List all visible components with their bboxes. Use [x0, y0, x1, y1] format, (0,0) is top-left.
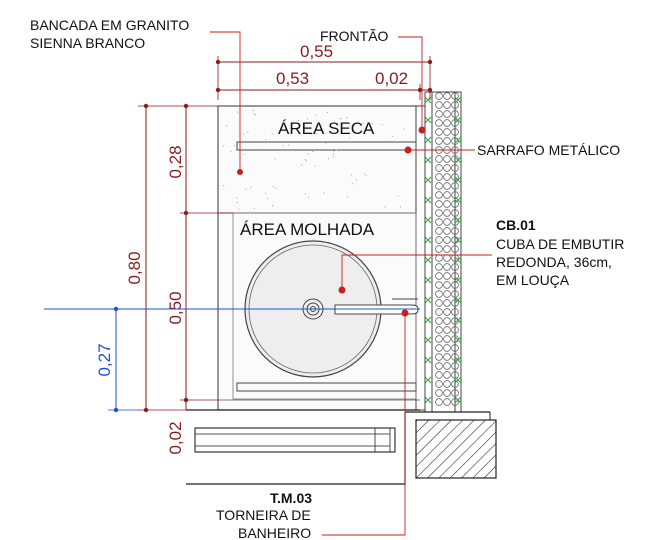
- leader-backsplash: [398, 36, 426, 134]
- dim-0-53: 0,53: [276, 69, 309, 88]
- slab: [404, 411, 497, 485]
- faucet-desc-line1: TORNEIRA DE: [216, 507, 311, 523]
- countertop-label-line2: SIENNA BRANCO: [30, 35, 145, 51]
- faucet-desc-line2: BANHEIRO: [238, 525, 311, 540]
- backsplash-label: FRONTÃO: [320, 28, 389, 44]
- granite-texture: [222, 109, 405, 210]
- sink-code: CB.01: [496, 217, 536, 233]
- dim-0-80: 0,80: [125, 251, 144, 284]
- leader-metal-strip: [404, 146, 475, 154]
- dim-0-02-top: 0,02: [375, 69, 408, 88]
- leader-countertop: [210, 31, 243, 175]
- wet-area-title: ÁREA MOLHADA: [240, 220, 375, 239]
- dimension-total-depth: 0,80: [125, 103, 218, 413]
- dry-area-title: ÁREA SECA: [278, 119, 375, 138]
- sink-desc-line3: EM LOUÇA: [496, 272, 570, 288]
- wall: [424, 91, 462, 413]
- sink-desc-line2: REDONDA, 36cm,: [496, 254, 612, 270]
- leader-sink: [338, 254, 492, 294]
- dimension-total-width: 0,55: [215, 42, 433, 100]
- dim-0-50: 0,50: [166, 291, 185, 324]
- dim-0-28: 0,28: [166, 145, 185, 178]
- countertop-label-line1: BANCADA EM GRANITO: [30, 17, 189, 33]
- dim-0-27: 0,27: [95, 343, 114, 376]
- faucet-code: T.M.03: [270, 490, 312, 506]
- lower-cabinet: [186, 427, 405, 485]
- sink-axis-dimension: 0,27: [44, 306, 420, 413]
- leader-faucet: [322, 309, 409, 536]
- dimension-dry-wet: 0,28 0,50 0,02: [166, 103, 233, 455]
- dim-0-55: 0,55: [300, 42, 333, 61]
- sink-desc-line1: CUBA DE EMBUTIR: [496, 236, 624, 252]
- metal-strip-label: SARRAFO METÁLICO: [477, 142, 620, 158]
- dimension-top-width: 0,53 0,02: [215, 69, 433, 100]
- dim-0-02-bottom: 0,02: [166, 421, 185, 454]
